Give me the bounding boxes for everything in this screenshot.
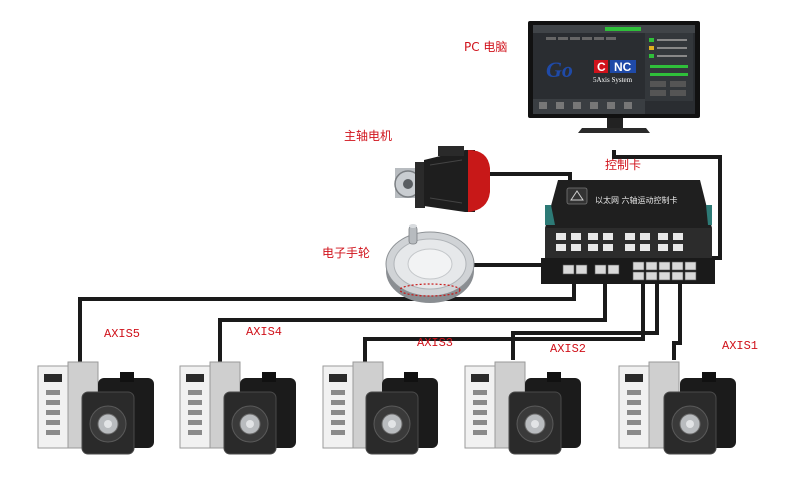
axis3-label: AXIS3 <box>417 336 453 350</box>
cable-axis5 <box>80 282 574 370</box>
logo-nc: NC <box>614 60 632 74</box>
axis5-unit <box>38 362 154 454</box>
controller-title: 以太网 六轴运动控制卡 <box>595 195 678 205</box>
axis3-unit <box>323 362 438 454</box>
cable-axis1 <box>674 282 680 360</box>
spindle-label: 主轴电机 <box>344 127 392 144</box>
handwheel-label: 电子手轮 <box>322 244 370 261</box>
handwheel <box>386 224 474 303</box>
pc-monitor: Go C NC 5Axis System <box>528 21 700 133</box>
axis4-label: AXIS4 <box>246 325 282 339</box>
axis1-unit <box>619 362 736 454</box>
axis2-label: AXIS2 <box>550 342 586 356</box>
axis5-label: AXIS5 <box>104 327 140 341</box>
logo-go: Go <box>546 57 573 82</box>
logo-c: C <box>597 60 606 74</box>
axis2-unit <box>465 362 581 454</box>
axis4-unit <box>180 362 296 454</box>
axis1-label: AXIS1 <box>722 339 758 353</box>
controller-label: 控制卡 <box>605 156 641 173</box>
logo-subtitle: 5Axis System <box>593 76 633 84</box>
controller-card: 以太网 六轴运动控制卡 <box>541 180 715 284</box>
pc-label: PC 电脑 <box>464 38 507 55</box>
spindle-motor <box>395 146 490 212</box>
